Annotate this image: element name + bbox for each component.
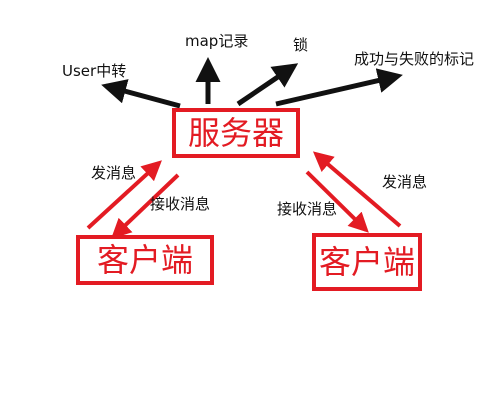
client-right-node: 客户端 bbox=[312, 233, 422, 291]
arrow-server-to-success-fail-flag bbox=[275, 68, 403, 107]
label-lock: 锁 bbox=[293, 36, 309, 54]
label-left-send: 发消息 bbox=[91, 164, 137, 182]
server-node-label: 服务器 bbox=[187, 114, 284, 152]
arrow-server-to-lock bbox=[236, 63, 299, 107]
client-right-node-label: 客户端 bbox=[318, 243, 415, 281]
arrow-server-to-user-center bbox=[101, 79, 181, 109]
server-node: 服务器 bbox=[172, 108, 300, 158]
label-user-center: User中转 bbox=[62, 62, 127, 80]
arrow-right-client-send bbox=[312, 151, 402, 228]
arrow-right-client-receive bbox=[305, 170, 369, 233]
client-left-node: 客户端 bbox=[76, 235, 214, 285]
label-right-send: 发消息 bbox=[382, 173, 428, 191]
arrow-left-client-send bbox=[86, 160, 162, 230]
label-success-fail-flag: 成功与失败的标记 bbox=[354, 50, 475, 68]
client-left-node-label: 客户端 bbox=[96, 241, 193, 279]
label-right-receive: 接收消息 bbox=[277, 200, 338, 218]
arrow-left-client-receive bbox=[111, 173, 180, 239]
label-left-receive: 接收消息 bbox=[150, 195, 211, 213]
label-map-record: map记录 bbox=[185, 32, 249, 50]
